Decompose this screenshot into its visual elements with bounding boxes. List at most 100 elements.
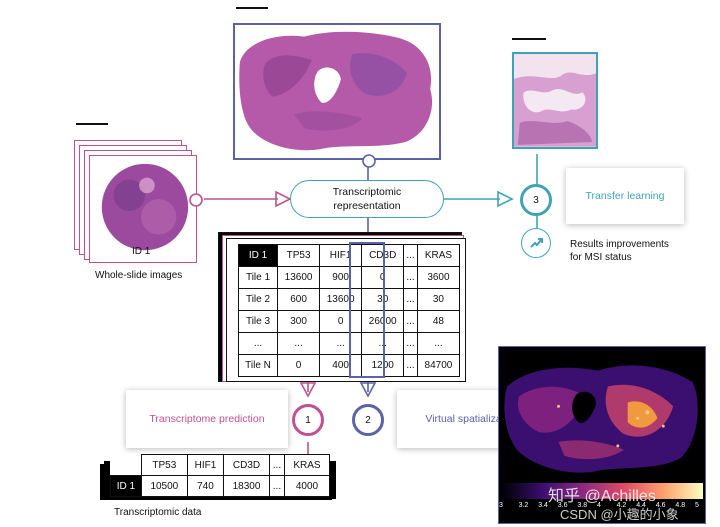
- tile-row-label: Tile 3: [237, 310, 279, 333]
- wsi-arrowhead: [275, 190, 292, 208]
- tile-row-label: Tile 1: [237, 266, 279, 289]
- tile-header-cell: CD3D: [361, 244, 405, 267]
- tile-value-cell: 48: [416, 310, 461, 333]
- colorbar-ticks: 3 3.2 3.4 3.6 3.8 4 4.2 4.4 4.6 4.8 5: [499, 502, 705, 516]
- cd3d-column-highlight: [349, 242, 385, 378]
- colorbar-tick-label: 3.8: [577, 502, 588, 509]
- tile-value-cell: 0: [277, 354, 321, 377]
- tile-value-cell: ...: [403, 310, 418, 333]
- tile-value-cell: 84700: [416, 354, 461, 377]
- slide-image-right: [512, 52, 598, 149]
- heatmap-colorbar: [503, 483, 703, 499]
- improvement-icon-circle: [521, 228, 551, 258]
- colorbar-tick-label: 3.4: [538, 502, 548, 509]
- tile-value-cell: ...: [403, 266, 418, 289]
- result-row-label: ID 1: [110, 475, 142, 497]
- colorbar-tick-label: 3: [499, 502, 503, 509]
- colorbar-tick-label: 3.6: [557, 502, 568, 509]
- central-line-1: Transcriptomic: [332, 186, 402, 198]
- result-value-cell: 4000: [283, 475, 331, 497]
- wsi-port-circle: [189, 193, 203, 207]
- result-value-cell: ...: [269, 475, 285, 497]
- step-1-number: 1: [305, 414, 311, 426]
- transcriptome-prediction-card: Transcriptome prediction: [126, 390, 288, 448]
- result-header-cell: TP53: [140, 454, 188, 476]
- prediction-arrowhead: [299, 382, 317, 398]
- tile-value-cell: 13600: [277, 266, 321, 289]
- result-value-cell: 18300: [223, 475, 270, 497]
- wsi-image-front: [89, 155, 197, 263]
- step-2-circle: 2: [352, 404, 384, 436]
- tile-header-cell: KRAS: [416, 244, 461, 267]
- transfer-learning-card: Transfer learning: [566, 168, 684, 224]
- colorbar-tick-label: 4.2: [616, 502, 627, 509]
- colorbar-tick-label: 4: [597, 502, 601, 509]
- transcriptomic-representation-node: Transcriptomic representation: [290, 180, 444, 218]
- scale-bar-left: [76, 123, 108, 125]
- tile-value-cell: ...: [403, 288, 418, 311]
- result-header-cell: HIF1: [186, 454, 225, 476]
- tile-value-cell: ...: [416, 332, 461, 355]
- colorbar-tick-label: 4.4: [636, 502, 646, 509]
- result-header-cell: CD3D: [223, 454, 270, 476]
- spatial-heatmap: 3 3.2 3.4 3.6 3.8 4 4.2 4.4 4.6 4.8 5: [498, 346, 706, 524]
- tissue-wsi: [101, 163, 189, 251]
- tile-value-cell: ...: [403, 354, 418, 377]
- step-3-circle: 3: [520, 184, 552, 216]
- tile-value-cell: 1200: [361, 354, 405, 377]
- step-3-number: 3: [533, 194, 539, 206]
- watermark-csdn: CSDN @小趣的小象: [560, 507, 679, 522]
- tile-row-label: Tile N: [237, 354, 279, 377]
- tile-row-label: Tile 2: [237, 288, 279, 311]
- tile-value-cell: 30: [416, 288, 461, 311]
- watermark-zhihu: 知乎 @Achilles: [548, 488, 656, 505]
- central-line-2: representation: [333, 200, 401, 212]
- result-corner-cell: [111, 455, 142, 476]
- tile-header-cell: TP53: [277, 244, 321, 267]
- scale-bar-right: [512, 38, 546, 40]
- colorbar-tick-label: 3.2: [518, 502, 529, 509]
- colorbar-tick-label: 5: [695, 502, 699, 509]
- tile-row-label: ...: [237, 332, 279, 355]
- transfer-arrowhead: [497, 190, 514, 208]
- tissue-slide-right: [514, 54, 596, 147]
- tissue-slide-top: [236, 25, 438, 158]
- scale-bar-top: [236, 7, 268, 9]
- tile-value-cell: ...: [403, 332, 418, 355]
- tile-value-cell: ...: [277, 332, 321, 355]
- results-line-2: for MSI status: [570, 252, 632, 263]
- step-2-number: 2: [365, 414, 371, 426]
- virtual-spatialization-label: Virtual spatialization: [425, 413, 519, 425]
- results-line-1: Results improvements: [570, 239, 669, 250]
- tile-header-cell: ID 1: [237, 244, 279, 267]
- result-value-cell: 740: [186, 475, 225, 497]
- transcriptomic-caption: Transcriptomic data: [114, 507, 202, 518]
- result-value-cell: 10500: [140, 475, 188, 497]
- wsi-id-label: ID 1: [132, 246, 151, 257]
- colorbar-tick-label: 4.8: [675, 502, 686, 509]
- wsi-caption: Whole-slide images: [95, 270, 183, 281]
- step-1-circle: 1: [292, 404, 324, 436]
- colorbar-tick-label: 4.6: [655, 502, 666, 509]
- tile-header-cell: ...: [403, 244, 418, 267]
- tile-value-cell: 600: [277, 288, 321, 311]
- trend-up-icon: [530, 238, 543, 248]
- spatial-arrowhead: [359, 382, 377, 398]
- transfer-learning-label: Transfer learning: [585, 190, 665, 202]
- slide-port-circle: [362, 154, 376, 168]
- transcriptome-prediction-label: Transcriptome prediction: [149, 413, 265, 425]
- slide-image-top: [233, 23, 441, 160]
- tile-value-cell: 300: [277, 310, 321, 333]
- result-header-cell: ...: [269, 454, 285, 476]
- result-header-cell: KRAS: [283, 454, 331, 476]
- tile-value-cell: 3600: [416, 266, 461, 289]
